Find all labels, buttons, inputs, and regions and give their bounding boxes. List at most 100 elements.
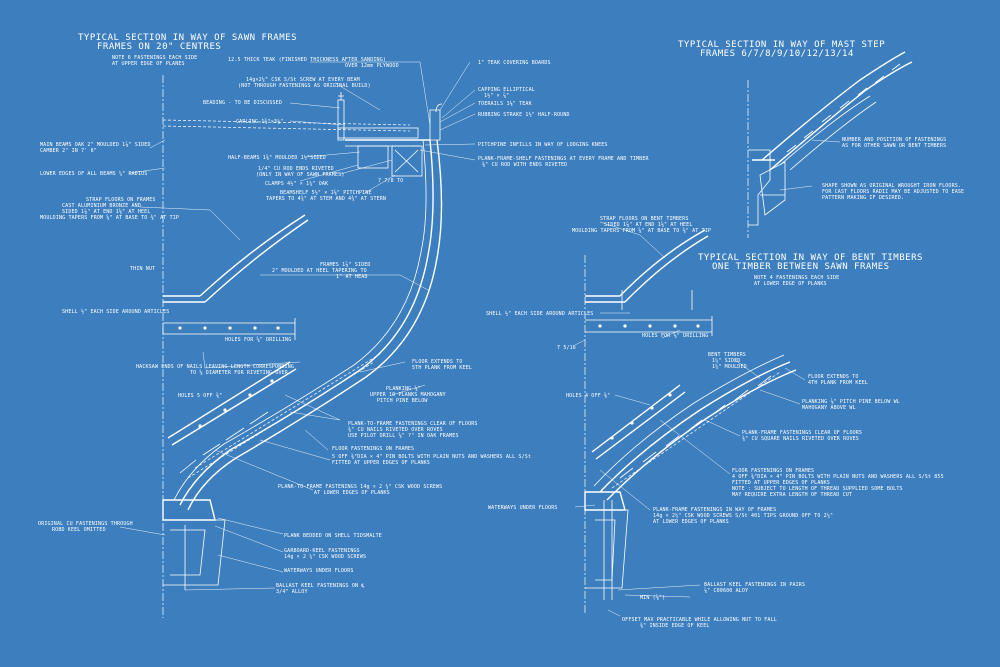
label-shell: SHELL ½" EACH SIDE AROUND ARTICLES — [62, 308, 169, 315]
label-bent-shell: SHELL ½" EACH SIDE AROUND ARTICLES — [486, 310, 593, 317]
label-bent-strap: STRAP FLOORS ON BENT TIMBERS — [600, 216, 689, 222]
label-bent-holes-note: HOLES FOR ⅝" DRILLING — [642, 332, 708, 339]
label-frames: FRAMES 1⅞" SIDED — [320, 261, 371, 268]
label-bent-holes-4-off: HOLES 4 OFF ⅜" — [566, 392, 610, 399]
label-bent-planking: PLANKING ⅞" PITCH PINE BELOW WL — [802, 398, 900, 405]
label-screw: 14g×2¼" CSK S/St SCREW AT EVERY BEAM — [246, 77, 360, 83]
label-cu-rod-2: (ONLY IN WAY OF SAWN FRAMES) — [256, 172, 345, 178]
label-bent-pf-lower-2: 14g × 2¼" CSK WOOD SCREWS S/St 401 TIPS … — [653, 513, 833, 519]
leaders-right — [574, 221, 806, 617]
bent-timbers-note-2: AT LOWER EDGE OF PLANKS — [754, 281, 827, 287]
label-bent-plank-frame: PLANK-FRAME FASTENINGS CLEAR OF FLOORS — [742, 430, 862, 436]
label-bent-floor-extends: FLOOR EXTENDS TO — [808, 374, 859, 380]
bent-hull-shell — [593, 354, 797, 501]
label-lower-edges: LOWER EDGES OF ALL BEAMS ¼" RADIUS — [40, 171, 147, 177]
label-capping: CAPPING ELLIPTICAL — [478, 87, 535, 93]
label-shape-2: FOR CAST FLOORS RADII MAY BE ADJUSTED TO… — [822, 189, 964, 195]
labels-left: 12.5 THICK TEAK (FINISHED THICKNESS AFTE… — [38, 57, 649, 595]
label-bent-floor-fastenings-4: NOTE : SUBJECT TO LENGTH OF THREAD SUPPL… — [732, 486, 903, 492]
label-bent-strap-2: SIDED 1⅞" AT END 1⅝" AT HEEL — [604, 221, 693, 228]
label-original: ORIGINAL CU FASTENINGS THROUGH — [38, 521, 133, 527]
label-bent-ballast: BALLAST KEEL FASTENINGS IN PAIRS — [704, 582, 805, 588]
label-floor-fastenings-3: FITTED AT UPPER EDGES OF PLANKS — [332, 460, 430, 466]
label-frames-2: 2" MOULDED AT HEEL TAPERING TO — [272, 268, 367, 274]
label-half-beams: HALF-BEAMS 1⅜" MOULDED 1½"SIDED — [228, 154, 326, 161]
label-floor-extends-2: 5TH PLANK FROM KEEL — [412, 365, 472, 371]
label-shape-3: PATTERN MAKING IF DESIRED. — [822, 195, 904, 201]
label-main-beams: MAIN BEAMS OAK 2" MOULDED 1⅞" SIDED — [40, 141, 151, 148]
label-beamshelf-2: TAPERS TO 4¾" AT STEM AND 4¾" AT STERN — [266, 196, 386, 202]
labels-right: STRAP FLOORS ON BENT TIMBERS SIDED 1⅞" A… — [486, 216, 944, 629]
label-bent-timbers: BENT TIMBERS — [708, 352, 746, 358]
label-strap-floors: STRAP FLOORS ON FRAMES — [86, 197, 156, 203]
label-shape: SHAPE SHOWN AS ORIGINAL WROUGHT IRON FLO… — [822, 183, 961, 189]
label-capping-2: 1½" × ⅞" — [484, 92, 509, 99]
label-bent-pf-lower: PLANK-FRAME FASTENINGS IN WAY OF FRAMES — [653, 507, 776, 513]
label-bent-offset: OFFSET MAX PRACTICABLE WHILE ALLOWING NU… — [622, 617, 777, 623]
label-rubbing-strake: RUBBING STRAKE 1½" HALF-ROUND — [478, 111, 570, 118]
hull-shell — [173, 139, 443, 511]
label-frames-3: 1" AT HEAD — [336, 274, 368, 280]
label-planking-3: PITCH PINE BELOW — [377, 398, 428, 404]
sawn-frames-note-2: AT UPPER EDGE OF PLANES — [112, 61, 185, 67]
label-beamshelf: BEAMSHELF 5½" × 1⅝" PITCHPINE — [280, 189, 372, 196]
label-plank-to-frame: PLANK-TO-FRAME FASTENINGS CLEAR OF FLOOR… — [348, 421, 478, 427]
bent-timbers-subtitle: ONE TIMBER BETWEEN SAWN FRAMES — [712, 262, 890, 272]
bent-lower-floor — [591, 384, 686, 460]
label-planking: PLANKING ⅞" — [386, 385, 421, 392]
label-ballast: BALLAST KEEL FASTENINGS ON ℄ — [276, 583, 365, 589]
label-screw-2: (NOT THROUGH FASTENINGS AS ORIGINAL BUIL… — [238, 83, 371, 89]
bent-timbers-title: TYPICAL SECTION IN WAY OF BENT TIMBERS — [698, 253, 923, 263]
label-thin-nut: THIN NUT — [130, 266, 155, 272]
label-beading: BEADING - TO BE DISCUSSED — [203, 100, 282, 106]
sawn-frames-title: TYPICAL SECTION IN WAY OF SAWN FRAMES — [78, 33, 297, 43]
bent-keel — [584, 491, 629, 600]
label-main-beams-2: CAMBER 2" IN 7' 6" — [40, 148, 97, 154]
label-original-2: ROBD KEEL OMITTED — [52, 527, 106, 533]
label-bent-floor-fastenings-2: 4 OFF ⅜"DIA × 4" PIN BOLTS WITH PLAIN NU… — [732, 473, 944, 480]
label-hacksaw-2: TO ⅝ DIAMETER FOR RIVETING OVER — [190, 369, 289, 376]
label-clamps: CLAMPS 4½" × 1¼" OAK — [265, 180, 328, 187]
label-bent-floor-fastenings: FLOOR FASTENINGS ON FRAMES — [732, 468, 814, 474]
label-carling: CARLING 1¾"×3⅛" — [236, 118, 283, 125]
keel — [162, 499, 226, 590]
label-bent-pf-lower-3: AT LOWER EDGES OF PLANKS — [653, 519, 729, 525]
label-garboard: GARBOARD-KEEL FASTENINGS — [284, 548, 360, 554]
label-plank-frame-shelf-2: ⅜" CU ROD WITH ENDS RIVETED — [482, 161, 567, 168]
label-number-position-2: AS FOR OTHER SAWN OR BENT TIMBERS — [842, 143, 946, 149]
label-bent-strap-3: MOULDING TAPERS FROM ⅝" AT BASE TO ⅜" AT… — [572, 227, 711, 234]
label-bent-floor-fastenings-3: FITTED AT UPPER EDGES OF PLANKS — [732, 480, 830, 486]
label-hacksaw: HACKSAW ENDS OF NAILS LEAVING LENGTH COR… — [136, 364, 294, 370]
label-toerails: TOERAILS 1⅛" TEAK — [478, 100, 532, 107]
label-number-position: NUMBER AND POSITION OF FASTENINGS — [842, 137, 946, 143]
label-dimension-7: 7 7/8 TO — [378, 178, 403, 184]
bent-strap-floor — [585, 229, 713, 336]
label-strap-floors-2: CAST ALUMINIUM BRONZE AND — [62, 203, 141, 209]
label-ptf-lower: PLANK-TO-FRAME FASTENINGS 14g × 2 ¼" CSK… — [278, 484, 442, 490]
leaders-left — [119, 61, 476, 591]
label-bedded: PLANK BEDDED ON SHELL TIDSMALTE — [284, 533, 382, 539]
label-strap-floors-3: SIDED 1⅞" AT END 1⅝" AT HEEL — [62, 208, 151, 215]
label-bent-min: MIN (⅞") — [640, 594, 665, 601]
label-waterways: WATERWAYS UNDER FLOORS — [284, 568, 354, 574]
label-plank-frame-shelf: PLANK-FRAME-SHELF FASTENINGS AT EVERY FR… — [478, 156, 649, 162]
label-garboard-2: 14g × 2 ¼" CSK WOOD SCREWS — [284, 554, 366, 560]
label-bent-timbers-3: 1¼" MOULDED — [712, 364, 747, 370]
bent-timbers-note: NOTE 4 FASTENINGS EACH SIDE — [754, 275, 839, 281]
lower-floor — [167, 361, 297, 474]
label-covering-boards: 1" TEAK COVERING BOARDS — [478, 60, 551, 66]
sawn-frames-subtitle: FRAMES ON 20" CENTRES — [97, 42, 221, 52]
label-bent-ballast-2: ⅞" C00600 ALOY — [704, 587, 748, 594]
label-plank-to-frame-3: USE PILOT DRILL ⅝" ?" IN OAK FRAMES — [348, 432, 459, 439]
strap-floor — [162, 214, 309, 340]
label-ballast-2: 3/4" ALLOY — [276, 589, 308, 595]
label-pitchpine-infills: PITCHPINE INFILLS IN WAY OF LODGING KNEE… — [478, 142, 608, 148]
label-bent-offset-2: ⅜" INSIDE EDGE OF KEEL — [640, 622, 710, 629]
mast-step-subtitle: FRAMES 6/7/8/9/10/12/13/14 — [700, 49, 854, 59]
mast-step-title: TYPICAL SECTION IN WAY OF MAST STEP — [678, 40, 885, 50]
label-bent-planking-2: MAHOGANY ABOVE WL — [802, 405, 856, 411]
label-bent-floor-extends-2: 4TH PLANK FROM KEEL — [808, 380, 868, 386]
label-bent-dimension: 7 5/16 — [557, 345, 576, 351]
label-plywood: OVER 12mm PLYWOOD — [345, 63, 399, 69]
